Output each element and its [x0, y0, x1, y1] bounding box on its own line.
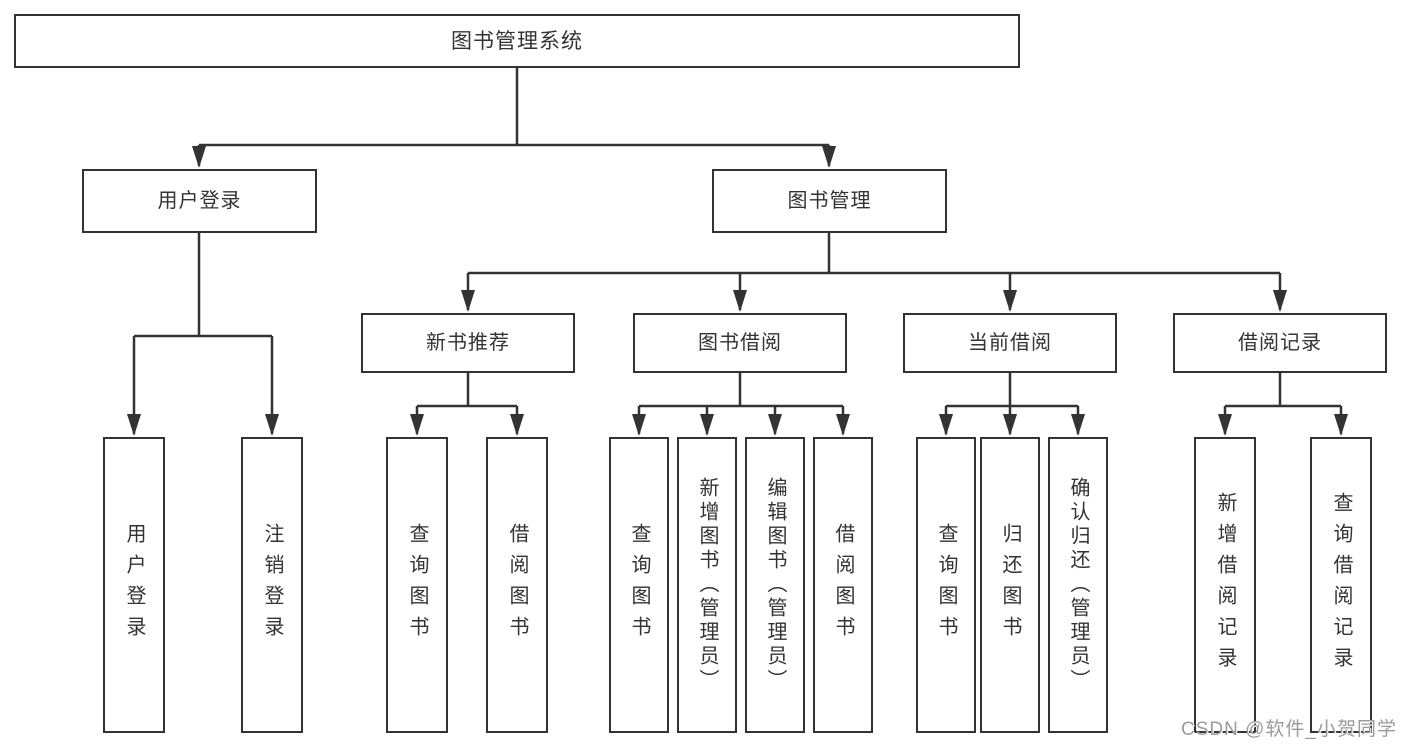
node-logout-leaf: 注销登录: [241, 437, 303, 733]
node-current-borrow: 当前借阅: [903, 313, 1117, 373]
node-book-borrow: 图书借阅: [633, 313, 847, 373]
watermark: CSDN @软件_小贺同学: [1181, 719, 1397, 740]
node-new-book-recommend: 新书推荐: [361, 313, 575, 373]
node-borrow-books-leaf: 借阅图书: [813, 437, 873, 733]
node-query-books-recommend: 查询图书: [386, 437, 448, 733]
node-borrow-record: 借阅记录: [1173, 313, 1387, 373]
node-book-management: 图书管理: [712, 169, 947, 233]
node-query-books-current: 查询图书: [916, 437, 976, 733]
node-return-books: 归还图书: [980, 437, 1040, 733]
node-add-borrow-record: 新增借阅记录: [1194, 437, 1256, 733]
node-confirm-return-admin: 确认归还（管理员）: [1048, 437, 1108, 733]
node-library-management-system: 图书管理系统: [14, 14, 1020, 68]
node-user-login-leaf: 用户登录: [103, 437, 165, 733]
node-edit-books-admin: 编辑图书（管理员）: [745, 437, 805, 733]
node-query-books-borrow: 查询图书: [609, 437, 669, 733]
node-user-login: 用户登录: [82, 169, 317, 233]
node-query-borrow-record: 查询借阅记录: [1310, 437, 1372, 733]
node-borrow-books-recommend: 借阅图书: [486, 437, 548, 733]
node-add-books-admin: 新增图书（管理员）: [677, 437, 737, 733]
